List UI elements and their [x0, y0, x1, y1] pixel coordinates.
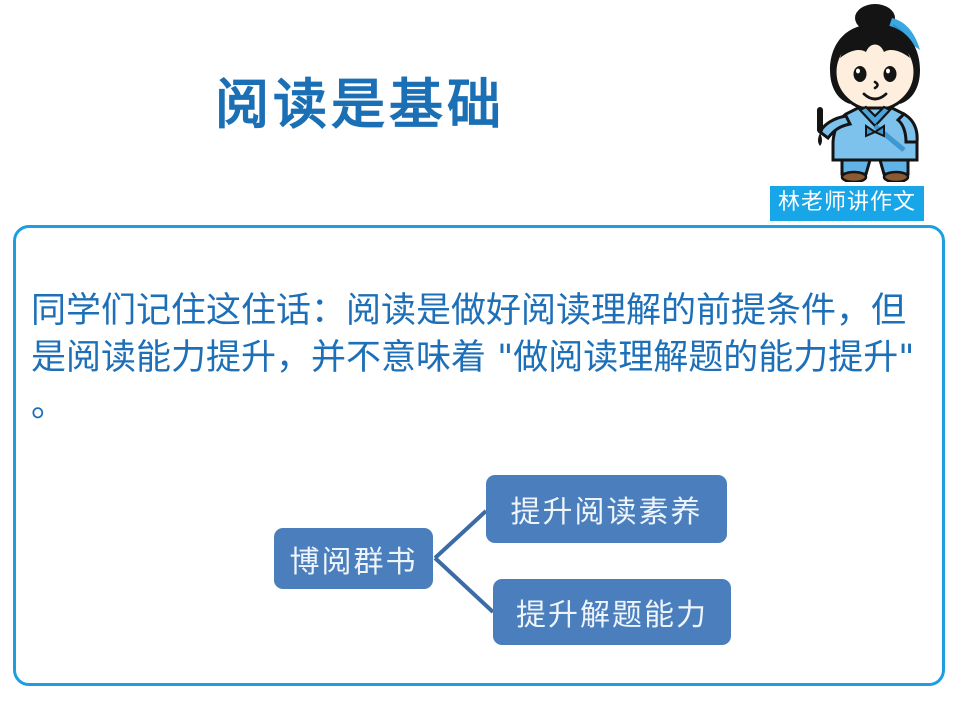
page-title: 阅读是基础 [215, 72, 505, 136]
diagram-node-branch-a-label: 提升阅读素养 [510, 495, 703, 530]
brand-badge: 林老师讲作文 [770, 186, 925, 221]
scholar-mascot-icon [800, 2, 952, 182]
diagram-node-branch-b[interactable]: 提升解题能力 [493, 579, 731, 645]
diagram-node-branch-a[interactable]: 提升阅读素养 [486, 475, 727, 543]
body-paragraph: 同学们记住这住话：阅读是做好阅读理解的前提条件，但是阅读能力提升，并不意味着 "… [31, 291, 915, 425]
diagram-node-root-label: 博阅群书 [289, 544, 418, 580]
diagram-node-branch-b-label: 提升解题能力 [516, 598, 708, 633]
content-frame: 同学们记住这住话：阅读是做好阅读理解的前提条件，但是阅读能力提升，并不意味着 "… [13, 225, 945, 686]
diagram-node-root[interactable]: 博阅群书 [274, 528, 433, 589]
